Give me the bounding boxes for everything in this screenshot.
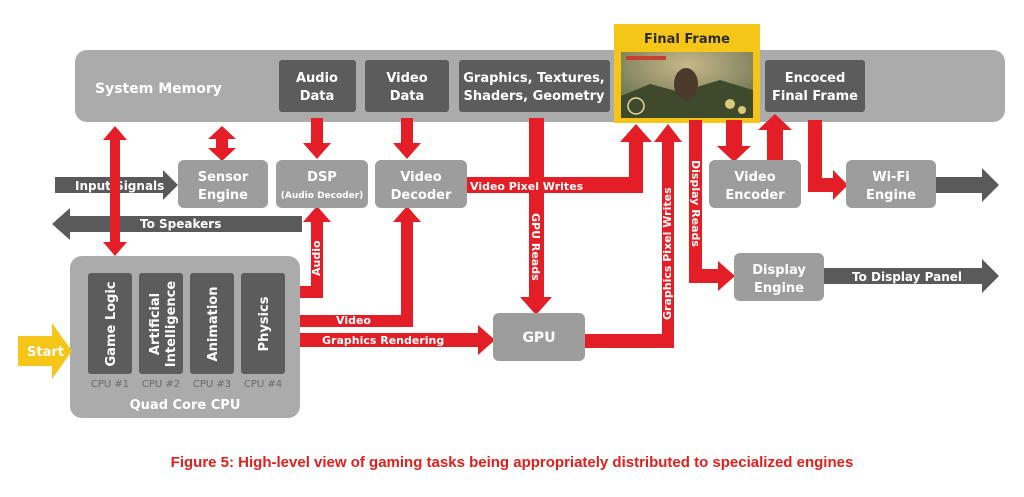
cpu-core-1: Game Logic CPU #1 bbox=[88, 273, 132, 390]
final-frame-label: Final Frame bbox=[644, 32, 730, 47]
final-frame-block: Final Frame bbox=[614, 24, 760, 123]
start-label: Start bbox=[27, 345, 64, 360]
display-engine-box: Display Engine bbox=[734, 253, 824, 301]
graphics-data-line1: Graphics, Textures, bbox=[463, 71, 605, 86]
core-1-id: CPU #1 bbox=[91, 379, 129, 390]
graphics-data-block: Graphics, Textures, Shaders, Geometry bbox=[459, 60, 610, 112]
graphics-data-line2: Shaders, Geometry bbox=[463, 89, 605, 104]
sensor-engine-box: Sensor Engine bbox=[178, 160, 268, 208]
video-encoder-line2: Encoder bbox=[725, 188, 785, 203]
core-3-task: Animation bbox=[206, 287, 221, 362]
core-2-task-line1: Artificial bbox=[148, 293, 163, 355]
to-speakers-arrow: To Speakers bbox=[52, 208, 302, 240]
to-display-panel-arrow: To Display Panel bbox=[822, 259, 999, 293]
video-data-line2: Data bbox=[390, 89, 425, 104]
gpu-label: GPU bbox=[522, 330, 555, 346]
figure-caption: Figure 5: High-level view of gaming task… bbox=[170, 454, 854, 471]
video-flow-label: Video bbox=[336, 314, 371, 327]
to-speakers-label: To Speakers bbox=[140, 217, 221, 231]
red-arrows bbox=[103, 114, 848, 355]
encoded-frame-line2: Final Frame bbox=[772, 89, 858, 104]
encoded-frame-block: Encoced Final Frame bbox=[765, 60, 865, 112]
graphics-rendering-label: Graphics Rendering bbox=[322, 334, 444, 347]
game-screenshot-thumbnail bbox=[621, 52, 753, 118]
wifi-engine-line2: Engine bbox=[866, 188, 916, 203]
wifi-engine-box: Wi-Fi Engine bbox=[846, 160, 936, 208]
cpu-core-2: Artificial Intelligence CPU #2 bbox=[139, 273, 183, 390]
display-reads-label: Display Reads bbox=[689, 160, 702, 247]
wifi-output-arrow bbox=[912, 168, 999, 202]
quad-core-cpu-label: Quad Core CPU bbox=[130, 398, 241, 413]
video-encoder-line1: Video bbox=[734, 170, 775, 185]
encoded-wifi-arrow bbox=[808, 120, 848, 200]
cpu-decoder-video-arrow bbox=[300, 206, 421, 327]
video-decoder-line2: Decoder bbox=[391, 188, 452, 203]
sensor-engine-line1: Sensor bbox=[198, 170, 249, 185]
display-engine-line2: Engine bbox=[754, 281, 804, 296]
gpu-reads-arrow bbox=[520, 118, 552, 315]
audio-data-line1: Audio bbox=[296, 71, 338, 86]
video-decoder-box: Video Decoder bbox=[375, 160, 467, 208]
audio-flow-label: Audio bbox=[310, 240, 323, 276]
gaming-engines-diagram: System Memory Audio Data Video Data Grap… bbox=[18, 24, 1005, 418]
dsp-subtitle: (Audio Decoder) bbox=[281, 191, 364, 201]
cpu-core-3: Animation CPU #3 bbox=[190, 273, 234, 390]
graphics-pixel-writes-arrow bbox=[584, 124, 682, 348]
video-pixel-writes-arrow bbox=[466, 124, 652, 193]
memory-sensor-arrow bbox=[208, 126, 236, 161]
sensor-engine-line2: Engine bbox=[198, 188, 248, 203]
display-reads-arrow bbox=[689, 120, 735, 291]
video-data-decoder-arrow bbox=[393, 118, 421, 159]
video-encoder-box: Video Encoder bbox=[709, 160, 801, 208]
audio-data-block: Audio Data bbox=[279, 60, 356, 112]
video-pixel-writes-label: Video Pixel Writes bbox=[470, 180, 584, 193]
memory-cpu-arrow bbox=[103, 126, 127, 256]
core-3-id: CPU #3 bbox=[193, 379, 231, 390]
display-engine-line1: Display bbox=[752, 263, 806, 278]
frame-encoder-arrow bbox=[717, 120, 751, 162]
encoded-frame-line1: Encoced bbox=[785, 71, 846, 86]
core-4-task: Physics bbox=[257, 296, 272, 351]
graphics-pixel-writes-label: Graphics Pixel Writes bbox=[661, 187, 674, 320]
audio-data-dsp-arrow bbox=[303, 118, 331, 159]
quad-core-cpu-box: Quad Core CPU Game Logic CPU #1 Artifici… bbox=[70, 256, 300, 418]
dsp-title: DSP bbox=[307, 170, 337, 185]
gpu-box: GPU bbox=[493, 313, 585, 361]
to-display-panel-label: To Display Panel bbox=[852, 270, 962, 284]
video-data-line1: Video bbox=[386, 71, 427, 86]
audio-data-line2: Data bbox=[300, 89, 335, 104]
encoder-encoded-arrow bbox=[758, 114, 792, 160]
start-arrow: Start bbox=[18, 323, 72, 379]
wifi-engine-line1: Wi-Fi bbox=[872, 170, 910, 185]
system-memory-label: System Memory bbox=[95, 81, 222, 97]
core-4-id: CPU #4 bbox=[244, 379, 282, 390]
core-1-task: Game Logic bbox=[104, 281, 119, 366]
video-data-block: Video Data bbox=[365, 60, 449, 112]
core-2-id: CPU #2 bbox=[142, 379, 180, 390]
gpu-reads-label: GPU Reads bbox=[529, 213, 542, 281]
cpu-core-4: Physics CPU #4 bbox=[241, 273, 285, 390]
cpu-dsp-audio-arrow bbox=[300, 206, 331, 298]
graphics-rendering-arrow bbox=[300, 325, 495, 355]
video-decoder-line1: Video bbox=[400, 170, 441, 185]
core-2-task-line2: Intelligence bbox=[164, 281, 179, 368]
dsp-box: DSP (Audio Decoder) bbox=[276, 160, 368, 208]
